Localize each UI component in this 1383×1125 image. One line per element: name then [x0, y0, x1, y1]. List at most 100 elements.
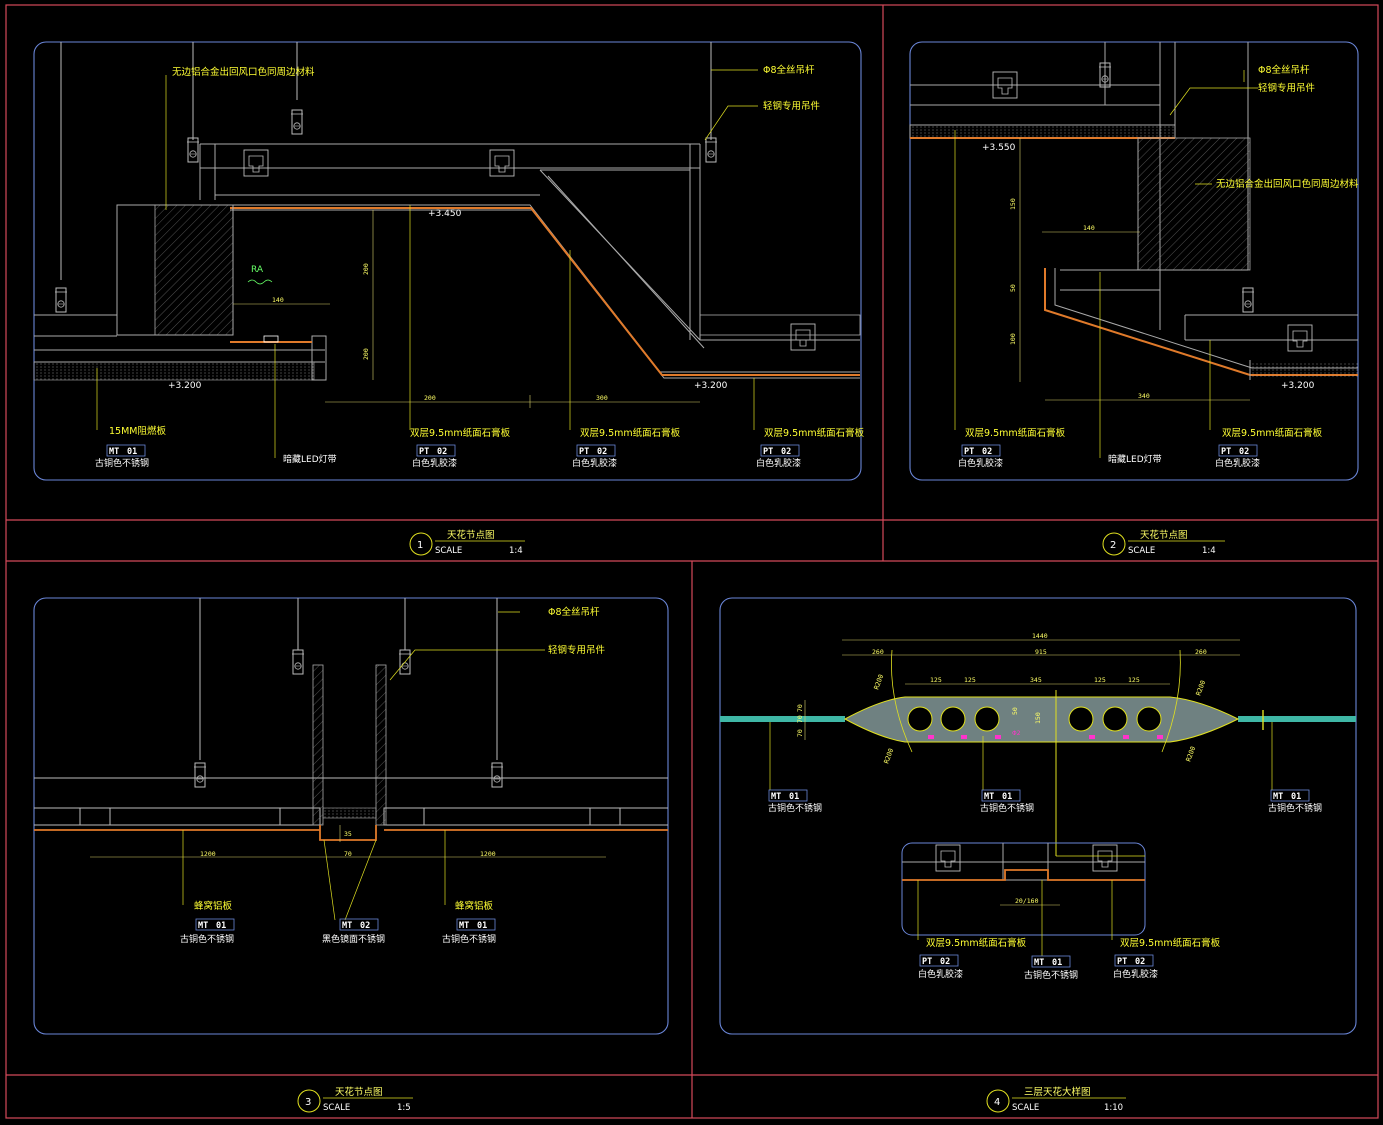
svg-text:01: 01: [789, 792, 799, 802]
svg-text:白色乳胶漆: 白色乳胶漆: [756, 457, 801, 469]
svg-text:白色乳胶漆: 白色乳胶漆: [572, 457, 617, 469]
svg-text:Φ8全丝吊杆: Φ8全丝吊杆: [1258, 64, 1310, 76]
sheet-frame: [5, 4, 1379, 1119]
svg-text:白色乳胶漆: 白色乳胶漆: [1215, 457, 1260, 469]
svg-text:SCALE: SCALE: [435, 546, 462, 556]
svg-text:+3.550: +3.550: [982, 143, 1016, 153]
svg-text:无边铝合金出回风口色同周边材料: 无边铝合金出回风口色同周边材料: [1216, 178, 1359, 190]
svg-text:70: 70: [796, 704, 804, 712]
svg-text:Φ8全丝吊杆: Φ8全丝吊杆: [763, 64, 815, 76]
svg-text:20/160: 20/160: [1015, 897, 1039, 905]
svg-text:SCALE: SCALE: [1012, 1103, 1039, 1113]
svg-text:蜂窝铝板: 蜂窝铝板: [194, 900, 233, 912]
svg-text:MT: MT: [771, 792, 781, 802]
svg-text:01: 01: [1291, 792, 1301, 802]
panel-4-leaders: [769, 722, 1273, 956]
svg-text:4: 4: [994, 1097, 1000, 1108]
svg-text:MT: MT: [984, 792, 994, 802]
svg-text:140: 140: [272, 296, 284, 304]
svg-text:R200: R200: [1184, 745, 1197, 763]
svg-text:100: 100: [1009, 333, 1017, 345]
svg-text:轻钢专用吊件: 轻钢专用吊件: [548, 644, 606, 656]
svg-text:125: 125: [1128, 676, 1140, 684]
svg-text:古铜色不锈钢: 古铜色不锈钢: [1024, 969, 1078, 981]
svg-text:+3.450: +3.450: [428, 209, 462, 219]
svg-text:125: 125: [1094, 676, 1106, 684]
svg-text:古铜色不锈钢: 古铜色不锈钢: [980, 802, 1034, 814]
svg-text:345: 345: [1030, 676, 1042, 684]
panel-2-leaders: [954, 70, 1258, 458]
svg-text:PT: PT: [579, 447, 589, 457]
svg-text:暗藏LED灯带: 暗藏LED灯带: [1108, 453, 1162, 465]
svg-text:RA: RA: [251, 265, 264, 275]
panel-2-text: Φ8全丝吊杆 轻钢专用吊件 无边铝合金出回风口色同周边材料 +3.550 +3.…: [958, 64, 1359, 469]
svg-text:古铜色不锈钢: 古铜色不锈钢: [1268, 802, 1322, 814]
svg-text:+3.200: +3.200: [694, 381, 728, 391]
svg-text:暗藏LED灯带: 暗藏LED灯带: [283, 453, 337, 465]
svg-text:R200: R200: [872, 673, 885, 691]
panel-borders: [33, 41, 1359, 1035]
svg-text:PT: PT: [419, 447, 429, 457]
svg-text:MT: MT: [198, 921, 208, 931]
panel-4-drawing: [720, 639, 1356, 936]
svg-text:PT: PT: [964, 447, 974, 457]
svg-text:02: 02: [940, 957, 950, 967]
svg-text:MT: MT: [1034, 958, 1044, 968]
svg-text:01: 01: [477, 921, 487, 931]
svg-text:02: 02: [597, 447, 607, 457]
svg-text:150: 150: [1009, 198, 1017, 210]
svg-text:70: 70: [796, 729, 804, 737]
svg-text:古铜色不锈钢: 古铜色不锈钢: [95, 457, 149, 469]
svg-text:50: 50: [1009, 284, 1017, 292]
svg-text:35: 35: [344, 830, 352, 838]
panel-1-drawing: [33, 42, 861, 408]
panel-3-text: Φ8全丝吊杆 轻钢专用吊件 1200 70 1200 35 蜂窝铝板 MT 01…: [180, 606, 606, 945]
svg-text:MT: MT: [109, 447, 119, 457]
svg-text:双层9.5mm纸面石膏板: 双层9.5mm纸面石膏板: [580, 427, 681, 439]
panel-3-drawing: [34, 598, 668, 858]
svg-text:125: 125: [930, 676, 942, 684]
svg-text:黑色镜面不锈钢: 黑色镜面不锈钢: [322, 933, 385, 945]
svg-text:白色乳胶漆: 白色乳胶漆: [412, 457, 457, 469]
svg-text:古铜色不锈钢: 古铜色不锈钢: [180, 933, 234, 945]
svg-text:双层9.5mm纸面石膏板: 双层9.5mm纸面石膏板: [764, 427, 865, 439]
svg-text:01: 01: [216, 921, 226, 931]
svg-text:200: 200: [362, 348, 370, 360]
svg-text:双层9.5mm纸面石膏板: 双层9.5mm纸面石膏板: [410, 427, 511, 439]
svg-text:300: 300: [596, 394, 608, 402]
svg-text:125: 125: [964, 676, 976, 684]
svg-text:260: 260: [1195, 648, 1207, 656]
svg-text:R200: R200: [1194, 679, 1207, 697]
svg-text:SCALE: SCALE: [1128, 546, 1155, 556]
panel-3-title-block: 3 天花节点图 SCALE 1:5: [297, 1086, 413, 1113]
svg-text:古铜色不锈钢: 古铜色不锈钢: [442, 933, 496, 945]
svg-text:1:4: 1:4: [509, 546, 523, 556]
panel-2-drawing: [909, 42, 1358, 401]
svg-text:1:4: 1:4: [1202, 546, 1216, 556]
svg-text:02: 02: [1135, 957, 1145, 967]
panel-1-text: 无边铝合金出回风口色同周边材料 Φ8全丝吊杆 轻钢专用吊件 RA +3.450 …: [95, 64, 865, 469]
svg-text:260: 260: [872, 648, 884, 656]
panel-2-title-block: 2 天花节点图 SCALE 1:4: [1102, 529, 1225, 556]
svg-text:轻钢专用吊件: 轻钢专用吊件: [1258, 82, 1316, 94]
svg-text:+3.200: +3.200: [168, 381, 202, 391]
panel-1-leaders: [96, 69, 758, 458]
svg-text:02: 02: [781, 447, 791, 457]
svg-text:Φ8全丝吊杆: Φ8全丝吊杆: [548, 606, 600, 618]
svg-text:2: 2: [1110, 540, 1116, 551]
svg-text:SCALE: SCALE: [323, 1103, 350, 1113]
svg-text:200: 200: [362, 263, 370, 275]
svg-text:PT: PT: [1117, 957, 1127, 967]
panel-4-title-block: 4 三层天花大样图 SCALE 1:10: [986, 1086, 1126, 1113]
svg-text:1200: 1200: [480, 850, 496, 858]
svg-text:140: 140: [1083, 224, 1095, 232]
svg-text:无边铝合金出回风口色同周边材料: 无边铝合金出回风口色同周边材料: [172, 66, 315, 78]
svg-text:双层9.5mm纸面石膏板: 双层9.5mm纸面石膏板: [1222, 427, 1323, 439]
svg-text:01: 01: [127, 447, 137, 457]
svg-text:MT: MT: [342, 921, 352, 931]
svg-text:三层天花大样图: 三层天花大样图: [1024, 1086, 1091, 1098]
svg-text:915: 915: [1035, 648, 1047, 656]
svg-text:天花节点图: 天花节点图: [447, 529, 495, 541]
svg-text:02: 02: [437, 447, 447, 457]
panel-1-title-block: 1 天花节点图 SCALE 1:4: [409, 529, 525, 556]
